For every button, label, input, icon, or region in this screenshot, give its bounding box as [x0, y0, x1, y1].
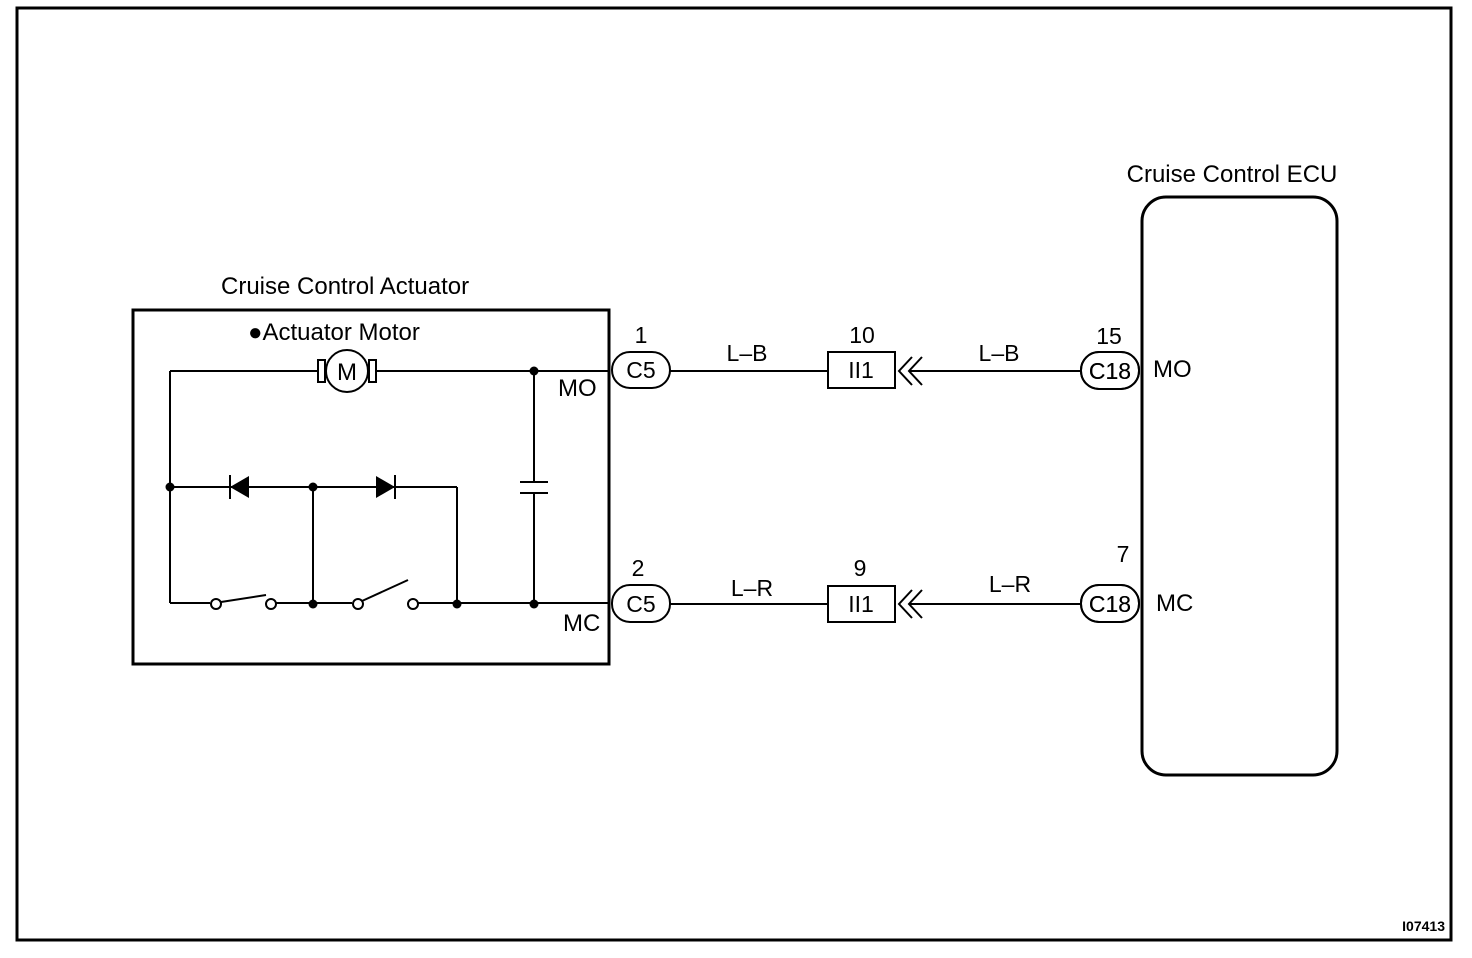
junction-connector-mo [827, 351, 896, 389]
mc-junction-connector: II1 [848, 591, 874, 617]
mo-actuator-connector: C5 [626, 357, 655, 383]
ecu-pin-mc: MC [1156, 590, 1193, 617]
mo-junction-pin-number: 10 [849, 322, 875, 348]
motor-icon: M [317, 349, 377, 393]
motor-symbol: M [337, 359, 357, 386]
circuit-mc: 2 C5 L–R 9 II1 L–R 7 C18 [611, 541, 1140, 623]
limit-switch-icon [352, 579, 419, 610]
limit-switch-icon [210, 594, 277, 610]
mc-actuator-connector: C5 [626, 591, 655, 617]
mo-ecu-connector: C18 [1089, 358, 1131, 384]
mc-junction-pin-number: 9 [854, 555, 867, 581]
ecu-pin-mo: MO [1153, 356, 1192, 383]
mc-actuator-pin-number: 2 [632, 555, 645, 581]
actuator-pin-mo: MO [558, 375, 597, 402]
diode-icon [229, 475, 249, 499]
mo-wire-color-left: L–B [727, 340, 768, 366]
ecu-title: Cruise Control ECU [1127, 161, 1338, 188]
mc-wire-color-right: L–R [989, 571, 1031, 597]
mo-ecu-connector-overlay: C18 [1089, 358, 1131, 384]
actuator-pin-mc: MC [563, 610, 600, 637]
diagram-frame [15, 6, 1453, 942]
actuator-motor-label: ●Actuator Motor [248, 319, 420, 346]
actuator-box [131, 308, 611, 666]
circuit-mo: 1 C5 L–B 10 II1 L–B 15 C18 [611, 322, 1140, 390]
mo-ecu-pin-number: 15 [1096, 323, 1122, 349]
mo-junction-connector: II1 [848, 357, 874, 383]
mc-ecu-pin-number: 7 [1117, 541, 1130, 567]
actuator-internal-circuit: M [165, 349, 610, 610]
mc-wire-color-left: L–R [731, 575, 773, 601]
junction-connector-mc [827, 585, 896, 623]
actuator-title: Cruise Control Actuator [221, 273, 469, 300]
mo-actuator-pin-number: 1 [635, 322, 648, 348]
ecu-box [1140, 195, 1339, 777]
diode-icon [376, 475, 396, 499]
mc-ecu-connector: C18 [1089, 591, 1131, 617]
mo-wire-color-right: L–B [979, 340, 1020, 366]
mc-ecu-connector-overlay: C18 [1089, 591, 1131, 617]
figure-code: I07413 [1402, 918, 1445, 934]
